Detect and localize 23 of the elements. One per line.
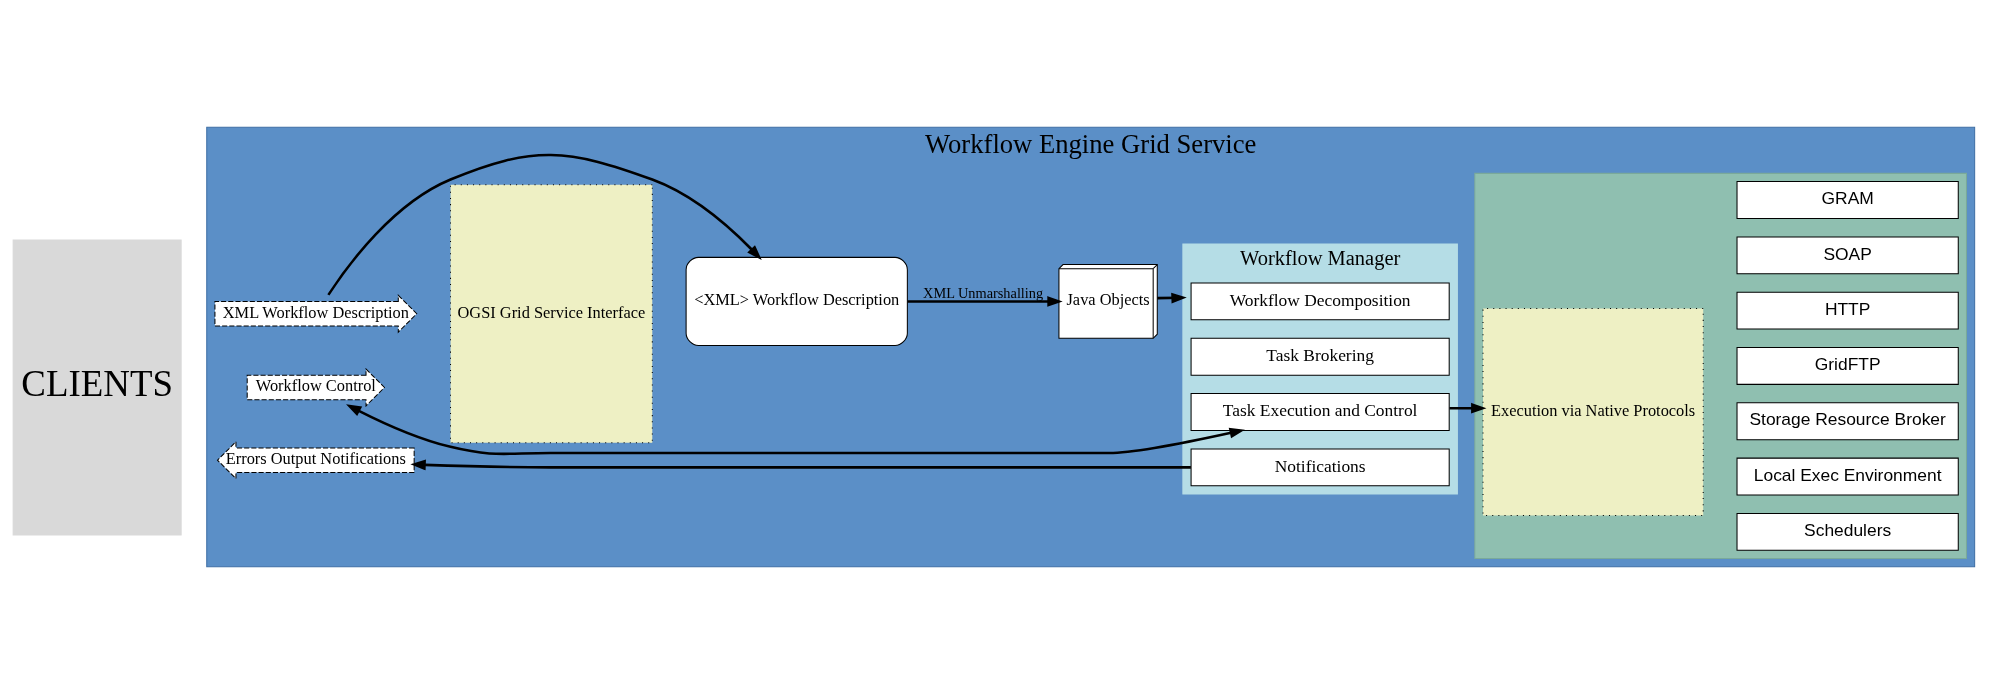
node-box: SOAP	[1736, 236, 1959, 275]
arrow	[327, 153, 762, 296]
node-box: CLIENTS	[12, 239, 182, 536]
arrow	[907, 296, 1063, 307]
node-box: Notifications	[1190, 448, 1450, 487]
node-box: OGSI Grid Service Interface	[450, 184, 653, 444]
arrow	[1449, 402, 1487, 414]
node-box: Storage Resource Broker	[1736, 402, 1959, 441]
node-box: GRAM	[1736, 181, 1959, 219]
node-box: Workflow Decomposition	[1190, 282, 1450, 321]
node-box: Task Brokering	[1190, 337, 1450, 376]
node-box: Execution via Native Protocols	[1482, 308, 1704, 516]
node-box: HTTP	[1736, 291, 1959, 330]
arrow	[410, 459, 1191, 471]
arrow	[1157, 292, 1187, 304]
cluster	[1474, 172, 1967, 559]
node-box: <XML> Workflow Description	[685, 256, 908, 346]
edge-label: XML Unmarshalling	[923, 284, 1044, 301]
node-box: Local Exec Environment	[1736, 457, 1959, 496]
node-box: Schedulers	[1736, 512, 1959, 551]
arrow	[346, 404, 1245, 456]
node-box: Task Execution and Control	[1190, 393, 1450, 431]
node-box: GridFTP	[1736, 347, 1959, 385]
